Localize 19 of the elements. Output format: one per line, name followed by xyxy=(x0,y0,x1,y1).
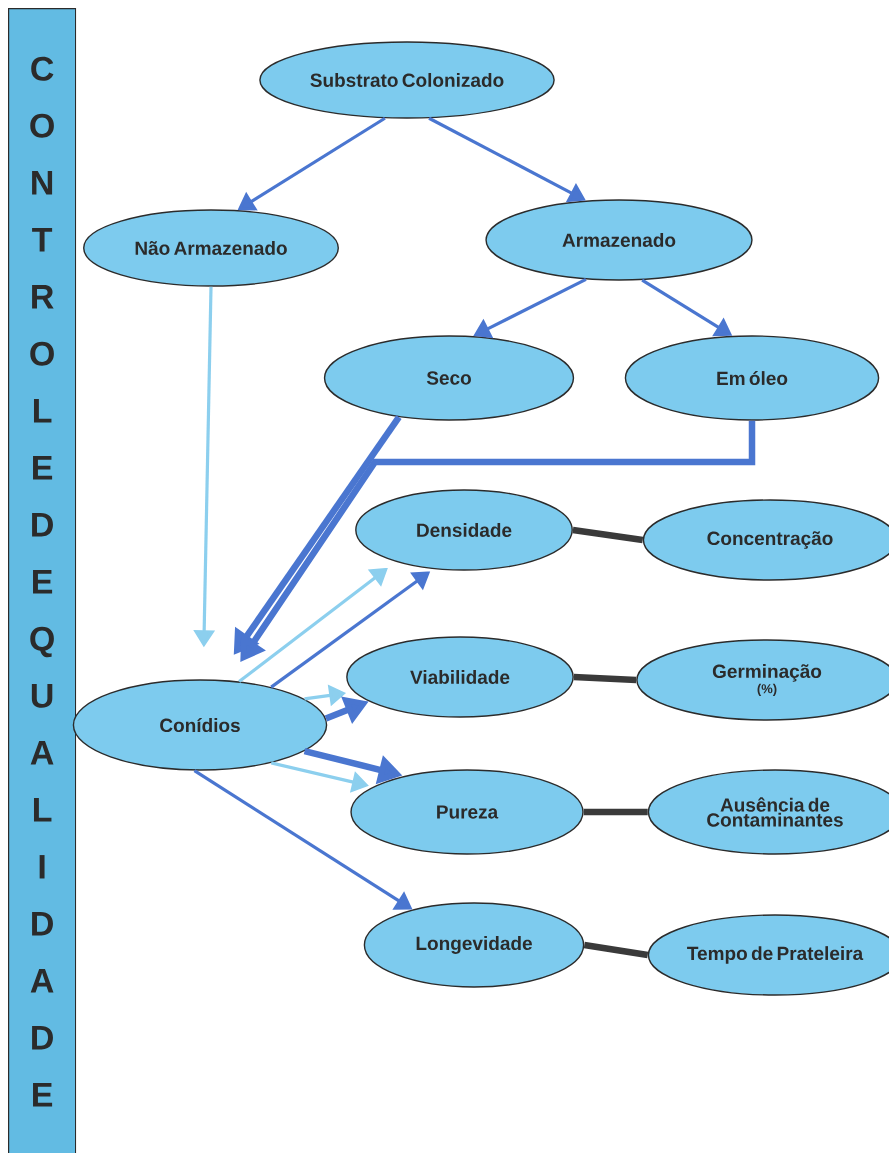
connector-line xyxy=(573,673,637,684)
connector-line xyxy=(583,941,649,959)
ellipse-node: Armazenado xyxy=(485,199,753,281)
ellipse-node: Em óleo xyxy=(624,335,880,421)
ellipse-node: Tempo de Prateleira xyxy=(647,914,889,996)
ellipse-node: Seco xyxy=(323,335,575,421)
connector-line xyxy=(583,808,648,816)
ellipse-node: Não Armazenado xyxy=(83,209,339,287)
ellipse-node: Conídios xyxy=(72,679,328,771)
ellipse-node: Concentração xyxy=(642,499,889,581)
connector-line xyxy=(572,526,644,544)
ellipse-node: Germinação (%) xyxy=(636,639,889,721)
ellipse-node: Pureza xyxy=(350,769,584,855)
title-bar: CONTROLE DE QUALIDADE xyxy=(8,8,77,1153)
ellipse-node: Densidade xyxy=(355,489,573,571)
ellipse-node: Ausência de Contaminantes xyxy=(647,769,889,855)
ellipse-node: Substrato Colonizado xyxy=(259,41,555,119)
ellipse-node: Longevidade xyxy=(363,902,585,988)
ellipse-node: Viabilidade xyxy=(346,636,574,718)
